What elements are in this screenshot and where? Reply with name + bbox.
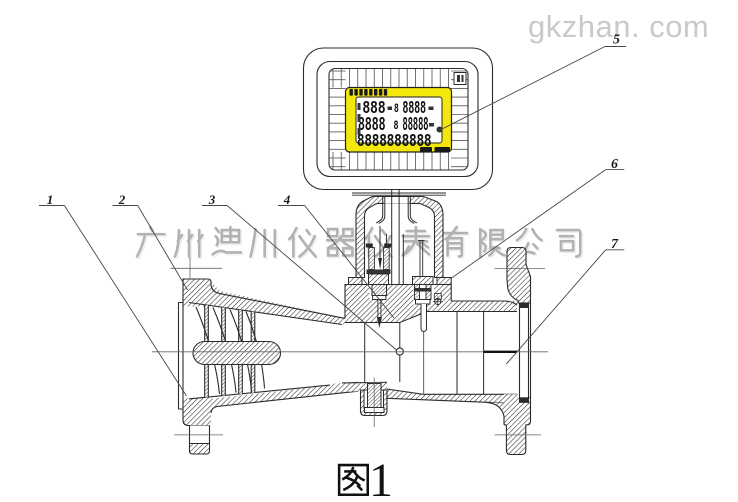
svg-text:1: 1 <box>47 192 54 207</box>
svg-text:8: 8 <box>394 118 399 133</box>
svg-text:gkzhan. com: gkzhan. com <box>528 9 709 44</box>
svg-text:8888888888: 8888888888 <box>357 131 432 152</box>
svg-text:4: 4 <box>283 192 291 207</box>
svg-text:888: 888 <box>363 98 386 119</box>
svg-text:2: 2 <box>118 192 126 207</box>
svg-text:8888: 8888 <box>403 98 427 119</box>
svg-text:5: 5 <box>613 33 620 48</box>
svg-text:3: 3 <box>208 192 216 207</box>
svg-text:8: 8 <box>394 101 399 116</box>
svg-text:7: 7 <box>611 237 619 252</box>
svg-text:8888: 8888 <box>358 114 386 136</box>
svg-text:6: 6 <box>611 157 618 172</box>
svg-text:1: 1 <box>369 454 393 502</box>
svg-text:88888: 88888 <box>403 114 429 136</box>
